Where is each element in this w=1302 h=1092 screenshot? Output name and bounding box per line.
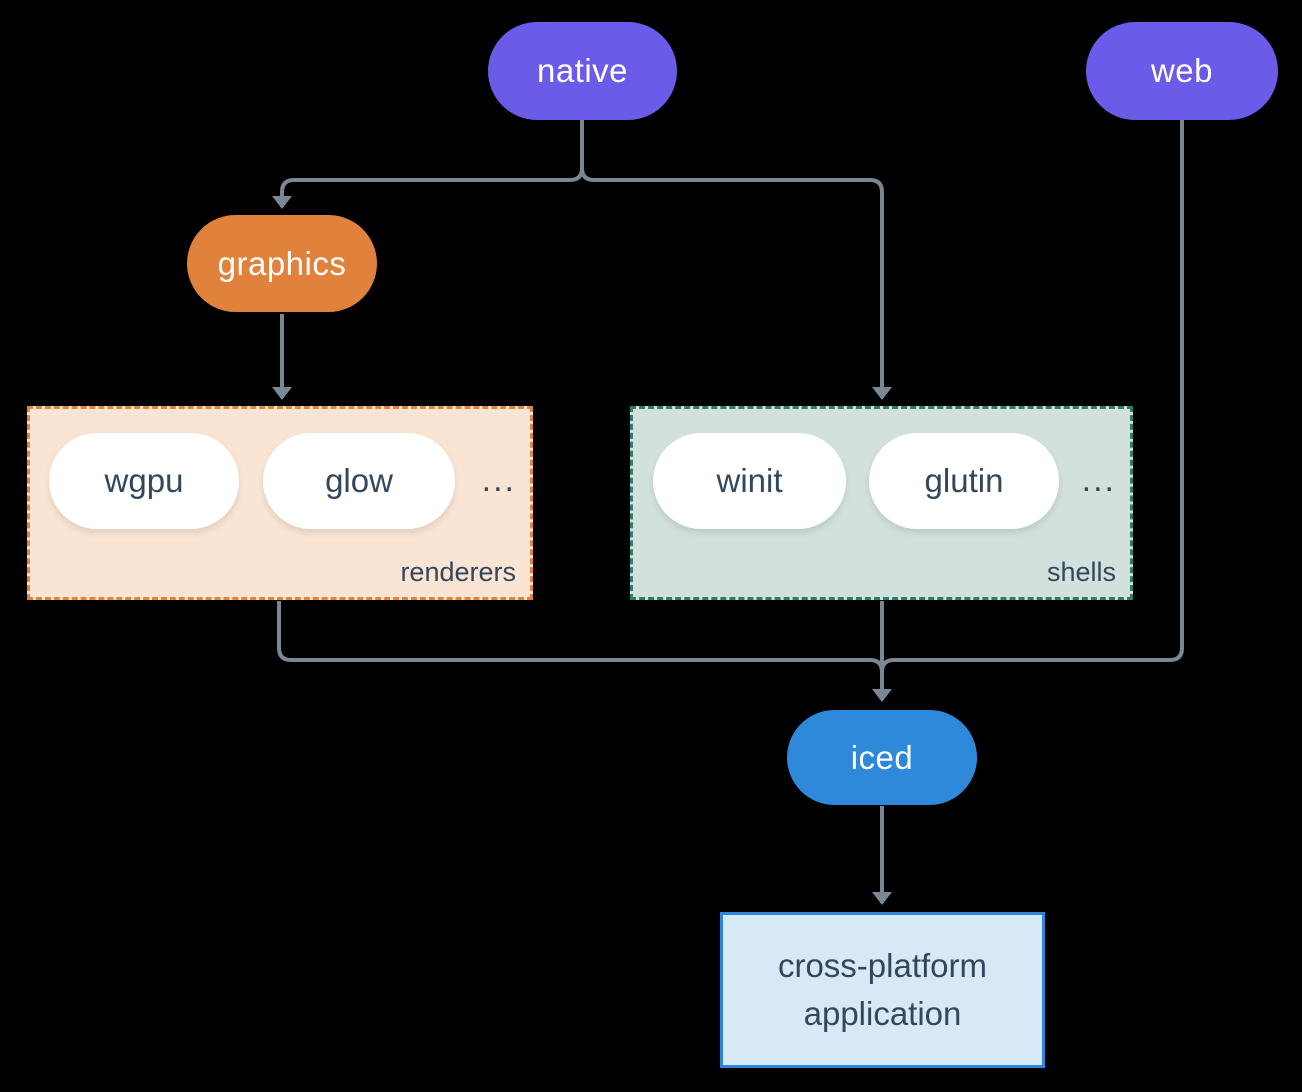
node-web-label: web	[1150, 52, 1214, 89]
renderers-ellipsis: ...	[481, 461, 516, 499]
node-web: web	[1086, 22, 1278, 120]
node-glow-label: glow	[325, 462, 393, 499]
node-glutin: glutin	[869, 433, 1059, 529]
node-winit: winit	[653, 433, 846, 529]
group-shells-label: shells	[1046, 557, 1116, 587]
group-shells: winit glutin ... shells	[630, 406, 1133, 600]
node-native-label: native	[536, 52, 629, 89]
node-graphics-label: graphics	[217, 244, 347, 282]
node-iced-label: iced	[850, 738, 914, 776]
node-graphics: graphics	[187, 215, 377, 312]
node-cross-platform-application: cross-platform application	[720, 912, 1045, 1068]
node-wgpu-label: wgpu	[104, 462, 184, 499]
edge-native-to-shells	[580, 120, 892, 400]
shells-ellipsis: ...	[1081, 461, 1116, 499]
edge-renderers-to-merge	[277, 601, 884, 673]
group-renderers-label: renderers	[400, 557, 516, 587]
application-label-line1: cross-platform	[777, 947, 988, 984]
application-label-line2: application	[803, 995, 962, 1032]
node-winit-label: winit	[716, 462, 783, 499]
node-glutin-label: glutin	[924, 462, 1004, 499]
group-renderers: wgpu glow ... renderers	[27, 406, 533, 600]
node-glow: glow	[263, 433, 455, 529]
node-wgpu: wgpu	[49, 433, 239, 529]
node-native: native	[488, 22, 677, 120]
edge-native-to-graphics	[272, 120, 584, 209]
node-iced: iced	[787, 710, 977, 805]
